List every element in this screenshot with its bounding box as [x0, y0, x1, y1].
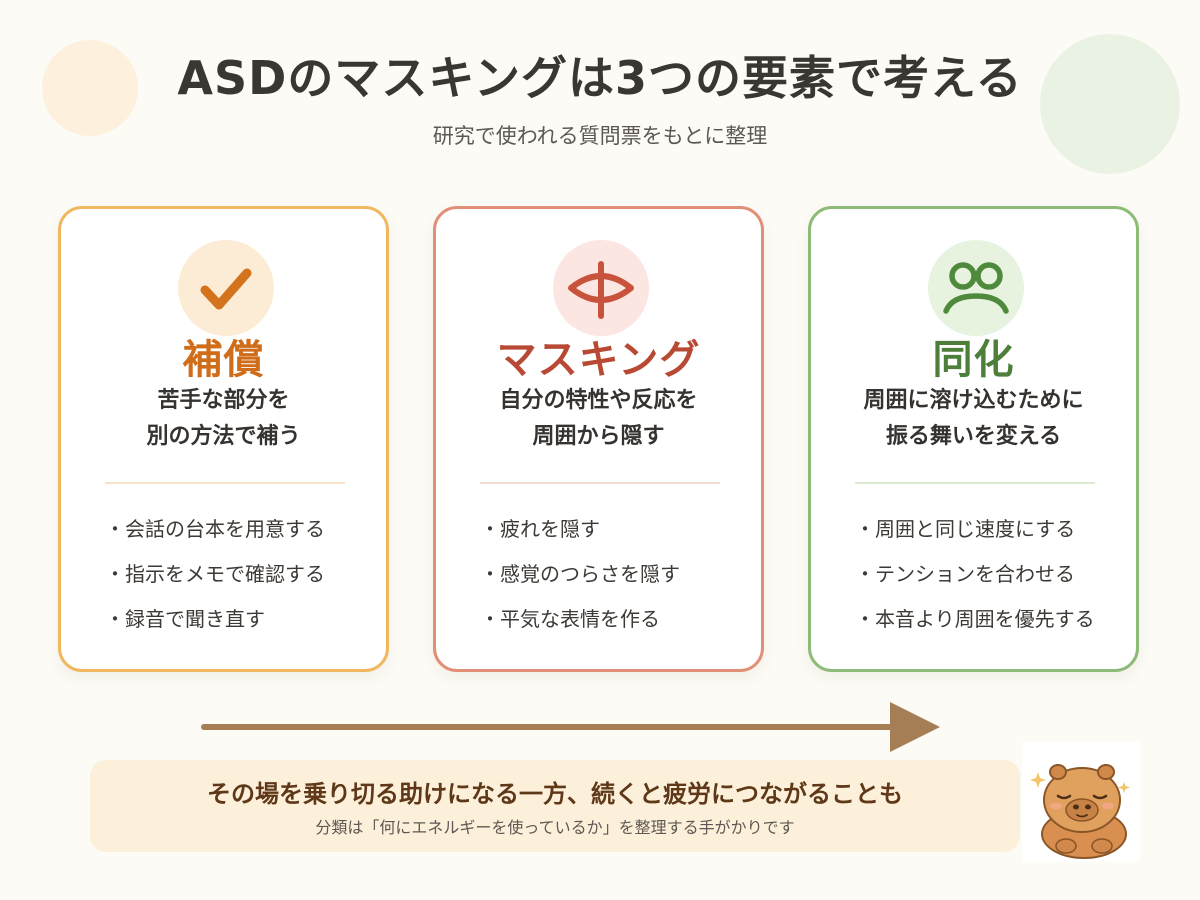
- list-item: ・本音より周囲を優先する: [855, 607, 1095, 631]
- card-divider: [105, 482, 345, 484]
- page-subtitle: 研究で使われる質問票をもとに整理: [432, 124, 768, 148]
- decorative-circle-right: [1040, 34, 1180, 174]
- card-example-list: ・会話の台本を用意する ・指示をメモで確認する ・録音で聞き直す: [105, 507, 385, 642]
- hidden-eye-icon: [553, 240, 649, 336]
- card-masking: マスキング 自分の特性や反応を 周囲から隠す ・疲れを隠す ・感覚のつらさを隠す…: [433, 206, 764, 672]
- card-title: 同化: [932, 337, 1015, 383]
- card-description-line: 周囲に溶け込むために: [863, 388, 1084, 413]
- list-item: ・疲れを隠す: [480, 517, 600, 541]
- card-description-line: 振る舞いを変える: [885, 424, 1062, 449]
- list-item: ・周囲と同じ速度にする: [855, 517, 1076, 541]
- card-description: 周囲に溶け込むために 振る舞いを変える: [811, 383, 1136, 455]
- flow-arrow-icon: [201, 702, 940, 752]
- card-divider: [855, 482, 1095, 484]
- card-example-list: ・疲れを隠す ・感覚のつらさを隠す ・平気な表情を作る: [480, 507, 760, 642]
- list-item: ・感覚のつらさを隠す: [480, 562, 680, 586]
- page-title: ASDのマスキングは3つの要素で考える: [177, 51, 1023, 105]
- summary-sub-text: 分類は「何にエネルギーを使っているか」を整理する手がかりです: [315, 818, 795, 837]
- card-assimilation: 同化 周囲に溶け込むために 振る舞いを変える ・周囲と同じ速度にする ・テンショ…: [808, 206, 1139, 672]
- checkmark-icon: [178, 240, 274, 336]
- list-item: ・テンションを合わせる: [855, 562, 1075, 586]
- card-description-line: 別の方法で補う: [146, 424, 301, 449]
- card-description-line: 自分の特性や反応を: [499, 388, 698, 413]
- card-description: 苦手な部分を 別の方法で補う: [61, 383, 386, 455]
- card-description-line: 周囲から隠す: [532, 424, 665, 449]
- card-example-list: ・周囲と同じ速度にする ・テンションを合わせる ・本音より周囲を優先する: [855, 507, 1135, 642]
- summary-main-text: その場を乗り切る助けになる一方、続くと疲労につながることも: [207, 780, 903, 808]
- list-item: ・平気な表情を作る: [480, 607, 660, 631]
- people-group-icon: [928, 240, 1024, 336]
- list-item: ・会話の台本を用意する: [105, 517, 325, 541]
- card-title: 補償: [182, 337, 265, 383]
- list-item: ・録音で聞き直す: [105, 607, 265, 631]
- capybara-mascot-icon: [1022, 742, 1140, 862]
- card-compensation: 補償 苦手な部分を 別の方法で補う ・会話の台本を用意する ・指示をメモで確認す…: [58, 206, 389, 672]
- summary-box: その場を乗り切る助けになる一方、続くと疲労につながることも 分類は「何にエネルギ…: [90, 760, 1020, 852]
- card-description: 自分の特性や反応を 周囲から隠す: [436, 383, 761, 455]
- list-item: ・指示をメモで確認する: [105, 562, 325, 586]
- decorative-circle-left: [42, 40, 138, 136]
- card-description-line: 苦手な部分を: [157, 388, 290, 413]
- card-divider: [480, 482, 720, 484]
- card-title: マスキング: [496, 337, 701, 383]
